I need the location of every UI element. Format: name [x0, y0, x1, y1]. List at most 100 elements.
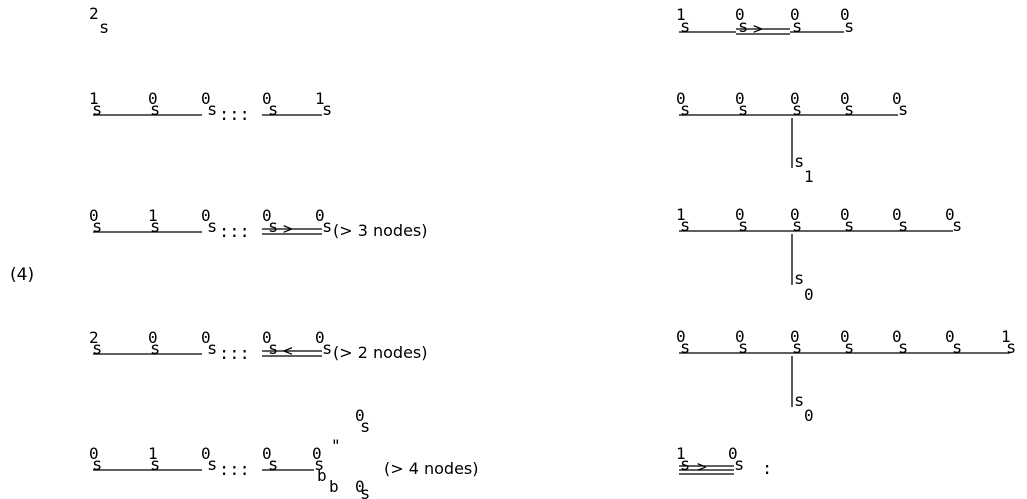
diagram-b3: 0 0 0 0 0 0 1 s s s s s s s s 0 [676, 327, 1016, 425]
node: s [738, 216, 748, 236]
node: s [792, 100, 802, 120]
node: s [844, 100, 854, 120]
weight-label: 0 [312, 444, 322, 463]
node: s [794, 269, 804, 289]
node: s [898, 216, 908, 236]
node: s [268, 217, 278, 237]
weight-label: 0 [148, 89, 158, 108]
node: s [680, 216, 690, 236]
node: s [207, 339, 217, 359]
node: s [268, 455, 278, 475]
node: s [844, 17, 854, 37]
node: s [150, 455, 160, 475]
weight-label: 1 [676, 5, 686, 24]
weight-label: 0 [790, 5, 800, 24]
node: s [680, 455, 690, 475]
weight-label: 1 [89, 89, 99, 108]
arrow-right: > [697, 457, 707, 476]
node: s [844, 338, 854, 358]
node-count-condition: (> 4 nodes) [384, 459, 479, 478]
node: s [898, 100, 908, 120]
node: s [92, 100, 102, 120]
ellipsis: ::: [219, 460, 250, 480]
weight-label: 0 [89, 444, 99, 463]
equation-number: (4) [10, 265, 34, 285]
diagram-b1: 0 0 0 0 0 s s s s s s 1 [676, 89, 908, 186]
node: s [150, 217, 160, 237]
diagram-a0: 2 s [89, 4, 109, 38]
weight-label: 0 [892, 205, 902, 224]
diagram-b2: 1 0 0 0 0 0 s s s s s s s 0 [676, 205, 962, 304]
weight-label: 0 [676, 89, 686, 108]
node: s [207, 217, 217, 237]
node: s [680, 100, 690, 120]
weight-label: 0 [945, 327, 955, 346]
node: s [360, 417, 370, 437]
fork-mark-upper: " [331, 436, 341, 455]
node: s [792, 17, 802, 37]
weight-label: 0 [201, 328, 211, 347]
arrow-right: > [283, 219, 293, 238]
weight-label: 0 [790, 327, 800, 346]
node: s [322, 100, 332, 120]
diagram-a1: 1 0 0 0 1 s s s ::: s s [89, 89, 332, 125]
fork-mark-lower: b [317, 466, 327, 485]
arrow-right: > [753, 19, 763, 38]
node: s [794, 391, 804, 411]
node: s [207, 455, 217, 475]
weight-label: 0 [148, 328, 158, 347]
weight-label: 0 [735, 205, 745, 224]
weight-label: 0 [89, 206, 99, 225]
node: s [92, 455, 102, 475]
weight-label: 0 [840, 327, 850, 346]
node: s [680, 17, 690, 37]
weight-label: 0 [735, 327, 745, 346]
diagram-a2: 0 1 0 0 0 s s s ::: s > s (> 3 nodes) [89, 206, 428, 242]
weight-label: 0 [735, 5, 745, 24]
node: s [322, 217, 332, 237]
weight-label: 1 [804, 167, 814, 186]
node: s [207, 100, 217, 120]
node: s [792, 216, 802, 236]
weight-label: 2 [89, 328, 99, 347]
weight-label: 0 [735, 89, 745, 108]
node: s [322, 339, 332, 359]
node: s [738, 100, 748, 120]
diagram-b0: 1 0 0 0 s s > s s [676, 5, 854, 38]
weight-label: 0 [315, 206, 325, 225]
node: s [738, 17, 748, 37]
node: s [268, 339, 278, 359]
weight-label: 0 [262, 206, 272, 225]
weight-label: 0 [945, 205, 955, 224]
weight-label: 1 [676, 205, 686, 224]
node: s [794, 152, 804, 172]
ellipsis: ::: [219, 344, 250, 364]
node: s [99, 18, 109, 38]
weight-label: 1 [148, 206, 158, 225]
weight-label: 0 [840, 89, 850, 108]
node: s [150, 100, 160, 120]
weight-label: 1 [1001, 327, 1011, 346]
node: s [1006, 338, 1016, 358]
weight-label: 0 [840, 5, 850, 24]
weight-label: 0 [315, 328, 325, 347]
weight-label: 0 [840, 205, 850, 224]
weight-label: 2 [89, 4, 99, 23]
weight-label: 0 [892, 89, 902, 108]
weight-label: 0 [355, 477, 365, 496]
node: s [952, 216, 962, 236]
weight-label: 0 [201, 206, 211, 225]
node: s [92, 217, 102, 237]
ellipsis: ::: [219, 105, 250, 125]
node: s [150, 339, 160, 359]
weight-label: 0 [201, 89, 211, 108]
diagram-a3: 2 0 0 0 0 s s s ::: s < s (> 2 nodes) [89, 328, 428, 364]
weight-label: 0 [262, 328, 272, 347]
weight-label: 0 [262, 89, 272, 108]
node: s [92, 339, 102, 359]
weight-label: 0 [804, 285, 814, 304]
node: s [268, 100, 278, 120]
weight-label: 0 [262, 444, 272, 463]
weight-label: 0 [790, 205, 800, 224]
